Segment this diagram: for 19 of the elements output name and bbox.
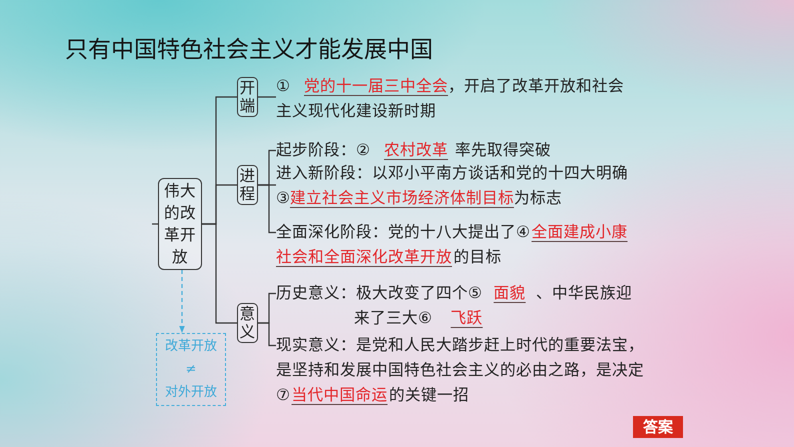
statement-text: 起步阶段：② 农村改革 率先取得突破 [276, 138, 636, 163]
note-box: 改革开放 ≠ 对外开放 [156, 333, 226, 406]
statement-text: 历史意义：极大改变了四个⑤ 面貌 、中华民族迎来了三大⑥ 飞跃 [276, 281, 632, 331]
connector-line [258, 96, 276, 98]
statement-text: ① 党的十一届三中全会，开启了改革开放和社会主义现代化建设新时期 [276, 74, 626, 124]
connector-line [202, 223, 237, 324]
connector-line [152, 223, 158, 225]
category-box: 开端 [237, 77, 258, 117]
statement-text: 现实意义：是党和人民大踏步赶上时代的重要法宝，是坚持和发展中国特色社会主义的必由之路，是决定⑦ 当代中国命运 的关键一招 [276, 333, 646, 408]
category-box: 进程 [237, 165, 258, 205]
category-box: 意义 [237, 303, 258, 343]
connector-line [258, 322, 276, 346]
statement-text: 进入新阶段：以邓小平南方谈话和党的十四大明确③建立社会主义市场经济体制目标为标志 [276, 161, 628, 211]
arrow [179, 270, 185, 333]
topic-box: 伟大的改革开放 [158, 178, 202, 270]
page-title: 只有中国特色社会主义才能发展中国 [65, 36, 433, 64]
answer-button: 答案 [633, 416, 683, 438]
statement-text: 全面深化阶段：党的十八大提出了④全面建成小康社会和全面深化改革开放 的目标 [276, 220, 629, 270]
connector-line [258, 184, 276, 234]
